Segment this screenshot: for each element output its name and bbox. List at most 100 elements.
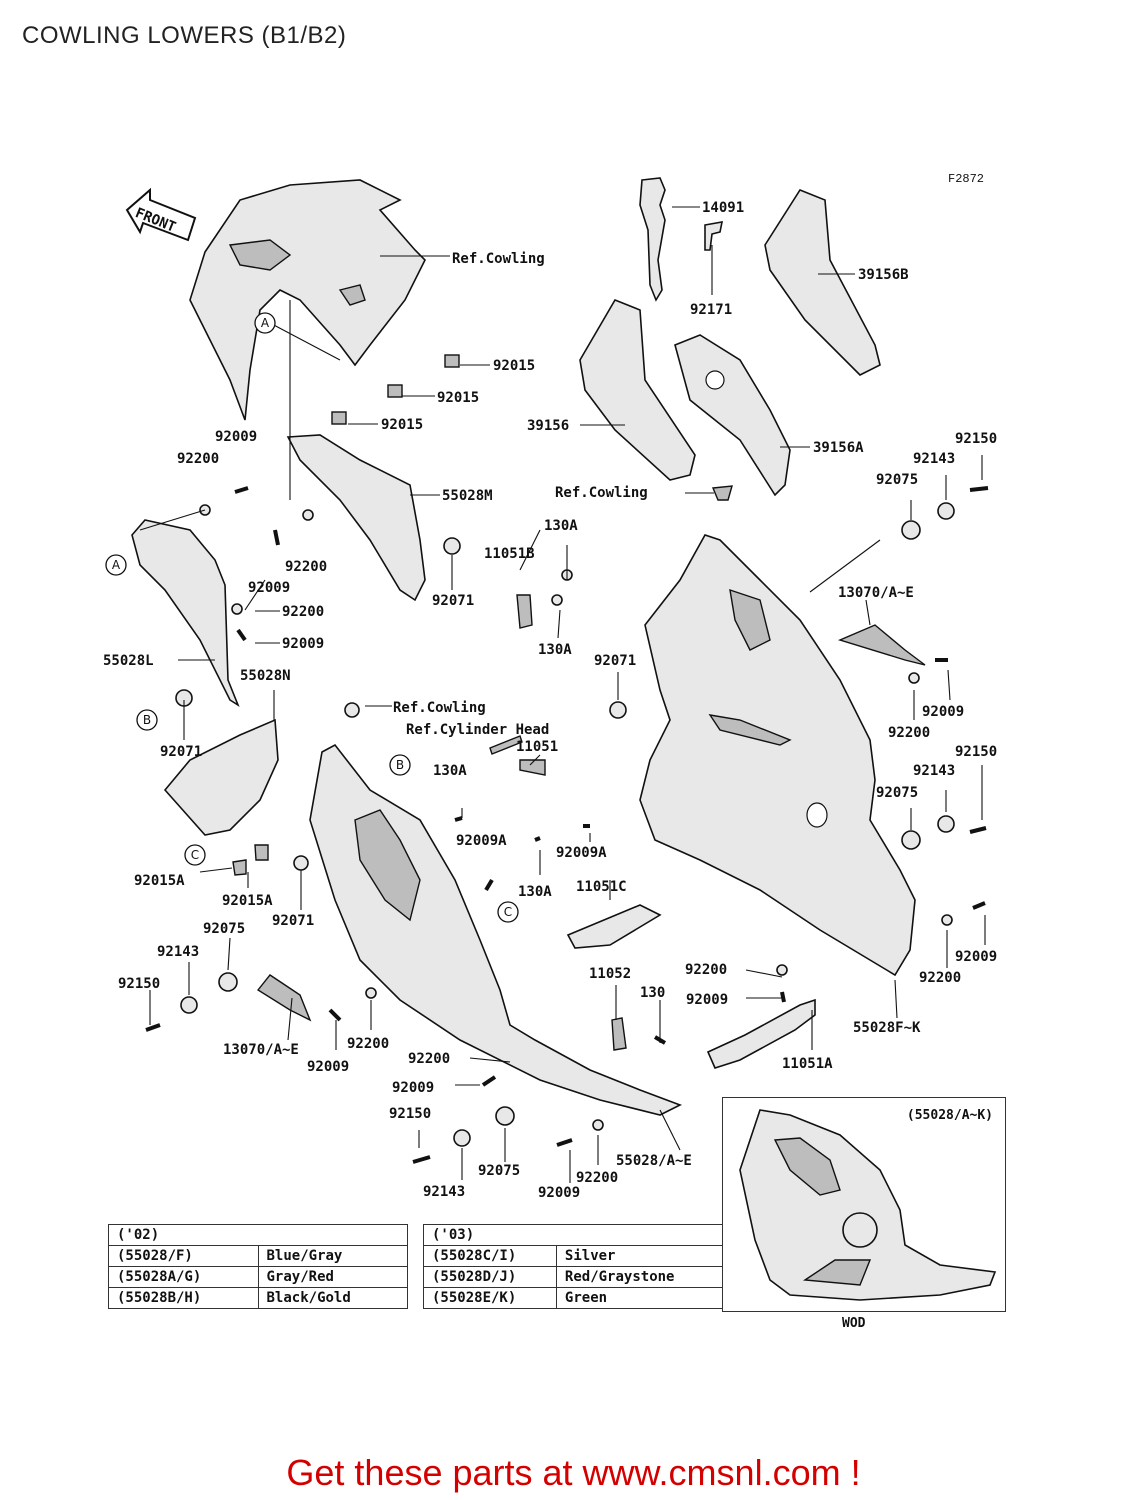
label-92200-e: 92200	[919, 970, 961, 986]
variant-note: WOD	[842, 1316, 866, 1331]
cowling-vent	[228, 239, 292, 271]
pad-39156B	[764, 189, 881, 376]
pad-39156	[579, 299, 696, 481]
table-03-header: ('03)	[423, 1224, 723, 1246]
label-92200-c: 92200	[282, 604, 324, 620]
lower-cowling-right	[639, 534, 916, 977]
grommets	[175, 502, 955, 1147]
table-cell-code: (55028B/H)	[108, 1287, 259, 1309]
label-13070-a: 13070/A~E	[838, 585, 914, 601]
callout-b-2: B	[389, 754, 411, 776]
table-row: (55028C/I)Silver	[423, 1245, 724, 1267]
bracket-11051	[519, 759, 546, 776]
label-92150-d: 92150	[389, 1106, 431, 1122]
label-130A-b: 130A	[538, 642, 572, 658]
color-table-02: ('02) (55028/F)Blue/Gray (55028A/G)Gray/…	[108, 1224, 408, 1309]
label-ref-cylinder-head: Ref.Cylinder Head	[406, 722, 549, 738]
table-02-header: ('02)	[108, 1224, 408, 1246]
table-cell-color: Gray/Red	[257, 1266, 408, 1288]
table-row: (55028E/K)Green	[423, 1287, 724, 1309]
label-11051: 11051	[516, 739, 558, 755]
label-92015-c: 92015	[381, 417, 423, 433]
label-13070-b: 13070/A~E	[223, 1042, 299, 1058]
clip-92015A-a	[232, 859, 247, 876]
label-11051C: 11051C	[576, 879, 627, 895]
cowling-duct	[354, 809, 421, 922]
label-55028N: 55028N	[240, 668, 291, 684]
label-92200-h: 92200	[408, 1051, 450, 1067]
table-row: (55028A/G)Gray/Red	[108, 1266, 408, 1288]
label-92015-b: 92015	[437, 390, 479, 406]
table-cell-code: (55028C/I)	[423, 1245, 557, 1267]
clip-92015A-b	[254, 844, 269, 861]
callout-b-1: B	[136, 709, 158, 731]
variant-inset: (55028/A~K)	[722, 1097, 1006, 1312]
label-55028L: 55028L	[103, 653, 154, 669]
svg-text:B: B	[143, 713, 151, 727]
clip-92015-a	[444, 354, 460, 368]
label-92075-c: 92075	[203, 921, 245, 937]
table-cell-code: (55028E/K)	[423, 1287, 557, 1309]
variant-title: (55028/A~K)	[906, 1108, 993, 1123]
clip-92015-b	[387, 384, 403, 398]
label-130A-a: 130A	[544, 518, 578, 534]
page-title: COWLING LOWERS (B1/B2)	[22, 22, 347, 49]
table-row: (55028D/J)Red/Graystone	[423, 1266, 724, 1288]
label-92009-e: 92009	[955, 949, 997, 965]
label-130A-d: 130A	[518, 884, 552, 900]
label-55028FK: 55028F~K	[853, 1020, 921, 1036]
label-ref-cowling-3: Ref.Cowling	[393, 700, 486, 716]
table-cell-color: Blue/Gray	[257, 1245, 408, 1267]
label-ref-cowling-2: Ref.Cowling	[555, 485, 648, 501]
cowling-vent-right	[708, 714, 792, 746]
svg-text:C: C	[191, 848, 199, 862]
label-92200-b: 92200	[285, 559, 327, 575]
table-cell-code: (55028A/G)	[108, 1266, 259, 1288]
label-92075-d: 92075	[478, 1163, 520, 1179]
bracket-11052	[611, 1017, 627, 1051]
promo-link[interactable]: Get these parts at www.cmsnl.com !	[286, 1452, 861, 1493]
label-92200-d: 92200	[888, 725, 930, 741]
label-39156B: 39156B	[858, 267, 909, 283]
bracket-11051A	[706, 998, 816, 1069]
table-cell-color: Silver	[555, 1245, 724, 1267]
duct-13070-lower	[256, 974, 312, 1022]
bolt-92171	[704, 221, 724, 251]
label-39156A: 39156A	[813, 440, 864, 456]
cowling-hole	[338, 284, 366, 306]
callout-c-1: C	[184, 844, 206, 866]
label-92143-a: 92143	[913, 451, 955, 467]
label-130: 130	[640, 985, 665, 1001]
table-row: (55028B/H)Black/Gold	[108, 1287, 408, 1309]
label-92009-i: 92009	[538, 1185, 580, 1201]
label-92009-d: 92009	[922, 704, 964, 720]
bracket-11051B	[516, 594, 533, 629]
callout-a-1: A	[254, 312, 276, 334]
label-92009A-b: 92009A	[556, 845, 607, 861]
callout-c-2: C	[497, 901, 519, 923]
table-cell-code: (55028/F)	[108, 1245, 259, 1267]
label-92143-d: 92143	[423, 1184, 465, 1200]
label-39156: 39156	[527, 418, 569, 434]
svg-text:A: A	[261, 316, 270, 330]
label-92015A-a: 92015A	[134, 873, 185, 889]
front-arrow-label: FRONT	[133, 205, 178, 236]
bracket-14091	[639, 177, 666, 302]
table-row: (55028/F)Blue/Gray	[108, 1245, 408, 1267]
label-11052: 11052	[589, 966, 631, 982]
table-cell-color: Green	[555, 1287, 724, 1309]
label-130A-c: 130A	[433, 763, 467, 779]
bracket-11051C	[566, 904, 662, 949]
label-92015-a: 92015	[493, 358, 535, 374]
label-92200-f: 92200	[347, 1036, 389, 1052]
label-ref-cowling-1: Ref.Cowling	[452, 251, 545, 267]
bolts	[145, 486, 989, 1164]
panel-55028L	[131, 519, 240, 707]
panel-55028M	[286, 434, 426, 602]
label-11051B: 11051B	[484, 546, 535, 562]
label-92009-c: 92009	[282, 636, 324, 652]
label-92143-b: 92143	[913, 763, 955, 779]
duct-13070-upper	[837, 624, 926, 666]
label-55028M: 55028M	[442, 488, 493, 504]
label-11051A: 11051A	[782, 1056, 833, 1072]
